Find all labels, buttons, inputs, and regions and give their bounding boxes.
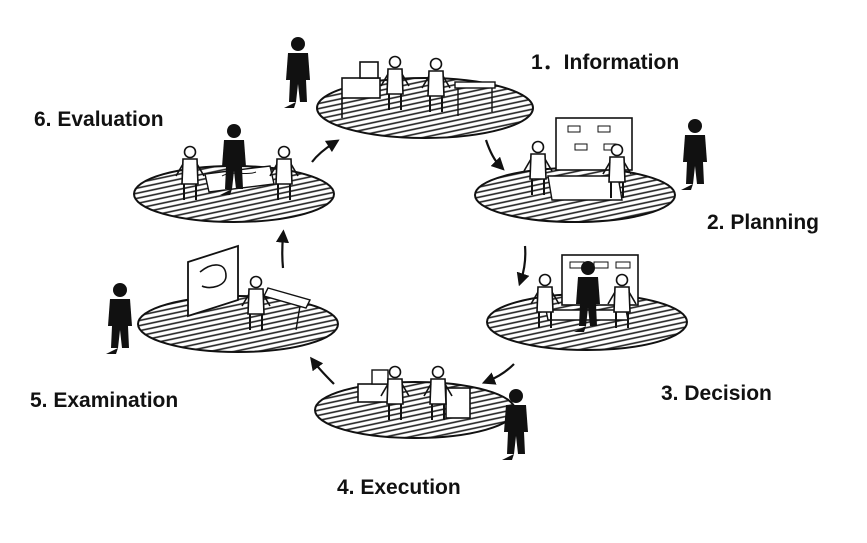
- stage-4-platform: [314, 365, 516, 439]
- stage-label-evaluation: 6. Evaluation: [34, 108, 164, 131]
- stage-label-decision: 3. Decision: [661, 382, 772, 405]
- cycle-arrow-icon: [275, 229, 290, 269]
- stage-label-execution: 4. Execution: [337, 476, 461, 499]
- observer-silhouette-icon: [106, 283, 132, 354]
- stage-label-examination: 5. Examination: [30, 389, 179, 412]
- stage-1-platform: [316, 55, 534, 139]
- cycle-arrow-icon: [516, 245, 530, 287]
- cycle-arrow-icon: [311, 139, 340, 163]
- cycle-arrow-icon: [310, 356, 335, 385]
- cycle-arrow-icon: [484, 139, 505, 171]
- observer-silhouette-icon: [284, 37, 310, 108]
- stage-5-platform: [137, 244, 339, 353]
- cycle-arrow-icon: [481, 363, 515, 385]
- observer-silhouette-icon: [681, 119, 707, 190]
- stage-6-platform: [133, 124, 335, 223]
- stage-label-information: 1．Information: [531, 51, 680, 74]
- stage-3-platform: [486, 254, 688, 351]
- stage-2-platform: [474, 117, 676, 223]
- stage-label-planning: 2. Planning: [707, 211, 820, 234]
